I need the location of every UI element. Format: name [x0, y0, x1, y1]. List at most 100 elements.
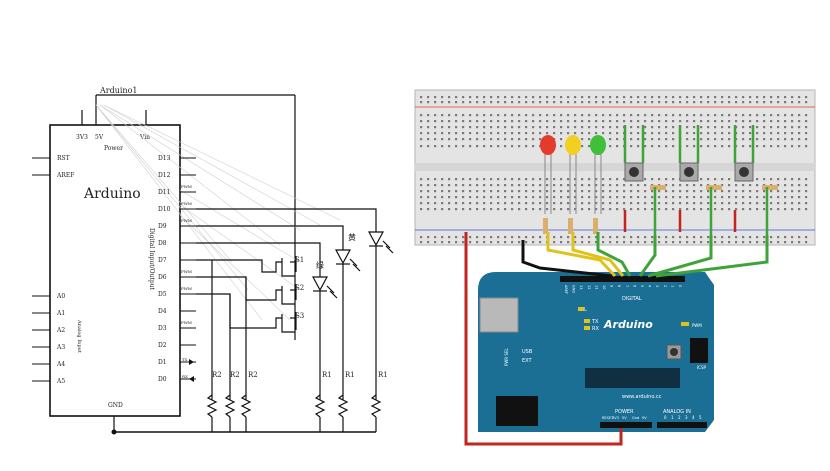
analog-input-label: Analog Input	[76, 319, 82, 353]
pin-vin: Vin	[139, 134, 150, 141]
breadboard-hole	[469, 241, 472, 244]
board-l-label: L	[584, 307, 587, 313]
breadboard-hole	[700, 241, 703, 244]
breadboard-hole	[553, 196, 556, 199]
breadboard-hole	[721, 202, 724, 205]
breadboard-hole	[742, 114, 745, 117]
breadboard-hole	[742, 190, 745, 193]
breadboard-hole	[441, 114, 444, 117]
breadboard-hole	[672, 114, 675, 117]
breadboard-hole	[763, 138, 766, 141]
breadboard-hole	[567, 208, 570, 211]
breadboard-hole	[742, 101, 745, 104]
breadboard-hole	[434, 196, 437, 199]
breadboard-hole	[679, 101, 682, 104]
breadboard-hole	[427, 145, 430, 148]
breadboard-hole	[721, 132, 724, 135]
breadboard-hole	[770, 208, 773, 211]
breadboard-hole	[448, 202, 451, 205]
breadboard-hole	[651, 178, 654, 181]
breadboard-hole	[497, 138, 500, 141]
breadboard-hole	[567, 196, 570, 199]
breadboard-hole	[798, 202, 801, 205]
breadboard-hole	[721, 236, 724, 239]
breadboard-hole	[805, 120, 808, 123]
breadboard-hole	[420, 178, 423, 181]
breadboard-hole	[784, 184, 787, 187]
breadboard-hole	[686, 120, 689, 123]
breadboard-hole	[721, 101, 724, 104]
breadboard-hole	[539, 126, 542, 129]
resistor-r2-a: R2	[212, 371, 222, 379]
breadboard-hole	[763, 190, 766, 193]
breadboard-hole	[609, 101, 612, 104]
breadboard-hole	[511, 126, 514, 129]
breadboard-hole	[574, 208, 577, 211]
breadboard-hole	[623, 208, 626, 211]
breadboard-hole	[448, 208, 451, 211]
breadboard-hole	[532, 184, 535, 187]
header-pin-label: 5	[640, 285, 644, 287]
breadboard-hole	[546, 184, 549, 187]
breadboard-hole	[518, 145, 521, 148]
breadboard-hole	[546, 120, 549, 123]
breadboard-hole	[714, 241, 717, 244]
breadboard-hole	[504, 96, 507, 99]
tx-arrow-icon	[189, 359, 194, 365]
breadboard-hole	[728, 120, 731, 123]
breadboard-hole	[462, 178, 465, 181]
breadboard-hole	[462, 138, 465, 141]
breadboard-hole	[448, 120, 451, 123]
breadboard-hole	[595, 178, 598, 181]
bb-led-yellow-icon	[565, 135, 581, 214]
breadboard-hole	[805, 114, 808, 117]
breadboard-hole	[644, 101, 647, 104]
breadboard-hole	[567, 236, 570, 239]
breadboard-hole	[728, 202, 731, 205]
breadboard-hole	[735, 190, 738, 193]
breadboard-hole	[448, 178, 451, 181]
pwm-tag-d11: PWM	[181, 184, 192, 189]
breadboard-hole	[483, 132, 486, 135]
breadboard-hole	[567, 126, 570, 129]
breadboard-hole	[658, 101, 661, 104]
breadboard-hole	[504, 132, 507, 135]
breadboard-hole	[658, 178, 661, 181]
breadboard-hole	[441, 132, 444, 135]
breadboard-hole	[616, 236, 619, 239]
breadboard-hole	[644, 196, 647, 199]
breadboard-hole	[686, 138, 689, 141]
breadboard-hole	[791, 114, 794, 117]
breadboard-hole	[518, 132, 521, 135]
breadboard-hole	[609, 138, 612, 141]
breadboard-hole	[504, 101, 507, 104]
breadboard-hole	[679, 208, 682, 211]
breadboard-hole	[791, 202, 794, 205]
breadboard-hole	[455, 145, 458, 148]
header-pin-label: 10	[602, 285, 606, 289]
breadboard-hole	[434, 208, 437, 211]
breadboard-hole	[651, 96, 654, 99]
arduino-board	[478, 272, 714, 432]
breadboard-hole	[672, 132, 675, 135]
breadboard-hole	[462, 241, 465, 244]
breadboard-hole	[546, 178, 549, 181]
arduino-chip-body	[49, 124, 181, 417]
breadboard-hole	[532, 120, 535, 123]
breadboard-hole	[637, 236, 640, 239]
header-pin-label: 11	[594, 285, 598, 289]
breadboard-hole	[721, 196, 724, 199]
breadboard-hole	[490, 120, 493, 123]
breadboard-hole	[609, 236, 612, 239]
breadboard-hole	[651, 208, 654, 211]
breadboard-hole	[595, 101, 598, 104]
breadboard-hole	[532, 241, 535, 244]
breadboard-hole	[707, 202, 710, 205]
breadboard-hole	[497, 236, 500, 239]
breadboard-hole	[686, 208, 689, 211]
breadboard-hole	[434, 114, 437, 117]
breadboard-hole	[784, 138, 787, 141]
breadboard-hole	[756, 126, 759, 129]
analog-pin-label: 2	[678, 415, 681, 420]
